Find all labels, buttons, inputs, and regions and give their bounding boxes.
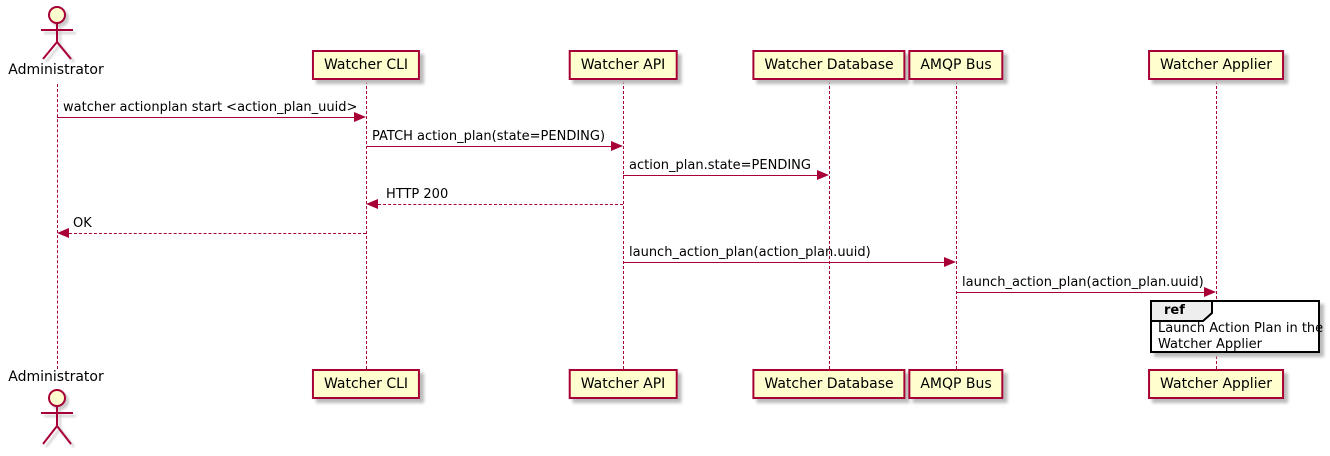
message-line [378, 204, 623, 205]
message-label: launch_action_plan(action_plan.uuid) [629, 245, 871, 260]
message-label: launch_action_plan(action_plan.uuid) [962, 275, 1204, 290]
ref-fragment: ref Launch Action Plan in the Watcher Ap… [1150, 300, 1324, 353]
message-line [366, 146, 612, 147]
participant-watcher-applier-top: Watcher Applier [1148, 50, 1284, 80]
arrowhead-icon [611, 141, 623, 151]
administrator-actor-icon [41, 6, 73, 60]
lifeline-watcher-database [829, 81, 830, 369]
lifeline-watcher-cli [366, 81, 367, 369]
message-line [956, 292, 1205, 293]
participant-watcher-cli-bottom: Watcher CLI [311, 369, 421, 399]
participant-watcher-cli-top: Watcher CLI [311, 50, 421, 80]
participant-watcher-database-bottom: Watcher Database [752, 369, 906, 399]
participant-watcher-database-top: Watcher Database [752, 50, 906, 80]
arrowhead-icon [1204, 287, 1216, 297]
message-line [623, 175, 818, 176]
administrator-actor-icon [41, 389, 73, 445]
participant-watcher-api-bottom: Watcher API [568, 369, 678, 399]
ref-keyword: ref [1164, 303, 1185, 318]
participant-watcher-api-top: Watcher API [568, 50, 678, 80]
message-line [623, 262, 945, 263]
message-label: OK [73, 216, 92, 231]
arrowhead-icon [817, 170, 829, 180]
participant-amqp-bus-top: AMQP Bus [908, 50, 1004, 80]
ref-text-line2: Watcher Applier [1158, 337, 1262, 352]
arrowhead-icon [354, 112, 366, 122]
actor-label-administrator-bottom: Administrator [8, 369, 104, 385]
lifeline-administrator [57, 84, 58, 369]
arrowhead-icon [57, 228, 69, 238]
actor-label-administrator-top: Administrator [8, 62, 104, 78]
lifeline-amqp-bus [956, 81, 957, 369]
message-label: HTTP 200 [386, 187, 449, 202]
participant-amqp-bus-bottom: AMQP Bus [908, 369, 1004, 399]
lifeline-watcher-applier [1216, 81, 1217, 369]
ref-tab-icon [1150, 300, 1213, 322]
arrowhead-icon [366, 199, 378, 209]
message-label: watcher actionplan start <action_plan_uu… [63, 100, 358, 115]
message-label: action_plan.state=PENDING [629, 158, 811, 173]
message-label: PATCH action_plan(state=PENDING) [372, 129, 606, 144]
participant-watcher-applier-bottom: Watcher Applier [1148, 369, 1284, 399]
message-line [69, 233, 366, 234]
arrowhead-icon [944, 257, 956, 267]
ref-text-line1: Launch Action Plan in the [1158, 321, 1324, 336]
message-line [57, 117, 355, 118]
lifeline-watcher-api [623, 81, 624, 369]
